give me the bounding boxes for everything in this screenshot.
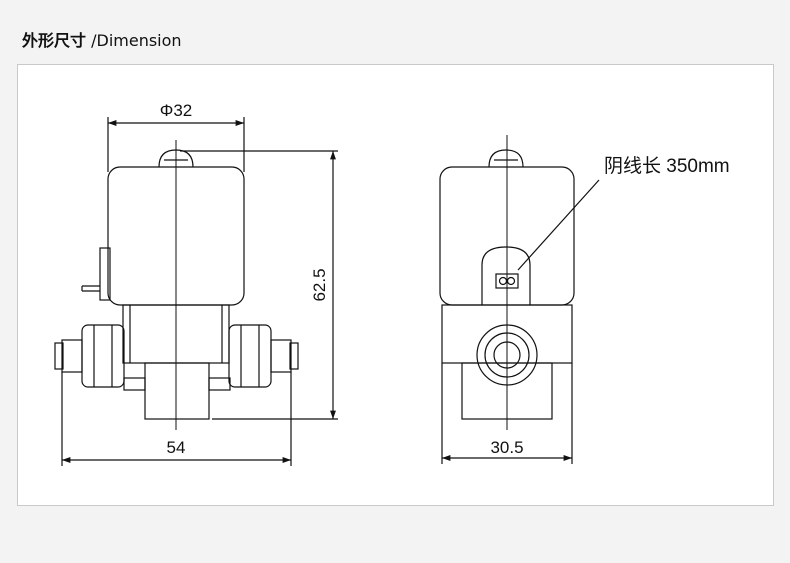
connector-tab (481, 246, 531, 305)
cable-leader-line (517, 179, 600, 271)
left-fitting (81, 324, 125, 388)
side-top-knob (488, 149, 524, 168)
base-block (144, 362, 210, 420)
title-chinese: 外形尺寸 (22, 31, 87, 50)
height-label: 62.5 (310, 268, 329, 301)
cable-length-note: 阴线长 350mm (604, 155, 730, 177)
front-view (54, 117, 338, 466)
right-port (270, 339, 292, 373)
title-english: /Dimension (91, 31, 182, 50)
width-front-label: 54 (167, 438, 186, 457)
side-view (439, 135, 600, 464)
diameter-label: Φ32 (160, 101, 192, 120)
section-header: 外形尺寸 /Dimension (22, 30, 182, 52)
right-fitting (228, 324, 272, 388)
cable-stub (99, 247, 111, 301)
left-port (61, 339, 83, 373)
drawing-panel (17, 64, 774, 506)
width-side-label: 30.5 (490, 438, 523, 457)
